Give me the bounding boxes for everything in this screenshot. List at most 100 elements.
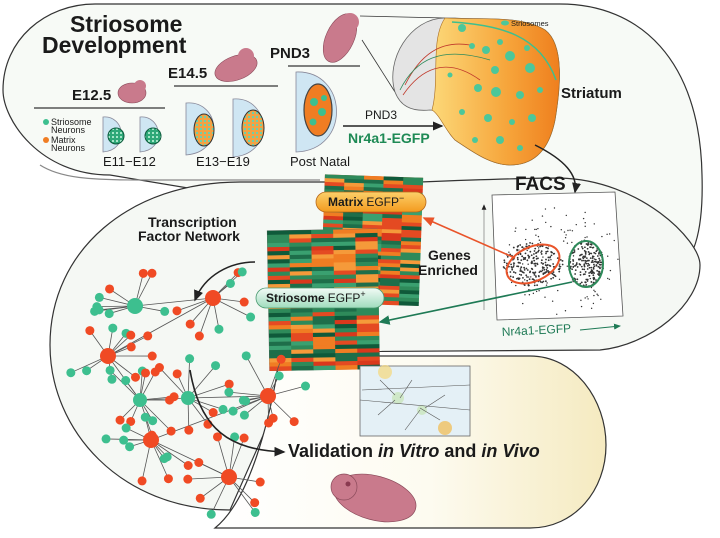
heatmap-cell (312, 328, 336, 334)
facs-event-dot (525, 228, 527, 231)
heatmap-cell (400, 244, 421, 250)
facs-event-dot (547, 256, 550, 259)
facs-event-dot (538, 271, 541, 274)
network-hub-node (260, 388, 276, 404)
network-node (184, 425, 194, 435)
facs-event-dot (518, 273, 521, 276)
heatmap-cell (357, 339, 380, 345)
facs-event-dot (540, 259, 543, 262)
heatmap-cell (267, 279, 291, 285)
facs-event-dot (511, 268, 514, 271)
facs-event-dot (589, 246, 591, 249)
network-edge (109, 370, 141, 401)
network-node (66, 368, 76, 378)
heatmap-cell (342, 220, 363, 225)
heatmap-cell (400, 256, 421, 261)
facs-event-dot (584, 273, 586, 275)
facs-event-dot (545, 264, 548, 267)
facs-event-dot (534, 228, 536, 231)
heatmap-cell (267, 234, 290, 240)
network-node (121, 376, 131, 386)
facs-event-dot (535, 234, 537, 236)
facs-event-dot (549, 255, 551, 258)
facs-event-dot (542, 256, 544, 258)
network-node (208, 408, 218, 418)
legend-striosome-dot (43, 119, 49, 125)
heatmap-cell (290, 332, 314, 338)
facs-event-dot (583, 268, 586, 271)
heatmap-cell (381, 229, 402, 234)
network-node (239, 297, 249, 307)
brain-section-e19 (232, 98, 265, 158)
heatmap-cell (383, 187, 404, 193)
heatmap-cell (290, 324, 314, 330)
facs-event-dot (560, 229, 562, 231)
heatmap-cell (289, 271, 313, 276)
heatmap-cell (333, 249, 356, 255)
heatmap-cell (362, 217, 383, 222)
facs-event-dot (558, 268, 561, 271)
heatmap-cell (355, 228, 378, 234)
facs-event-dot (586, 268, 589, 270)
facs-event-dot (584, 253, 587, 255)
network-node (224, 387, 234, 397)
heatmap-cell (379, 300, 400, 306)
heatmap-cell (400, 267, 421, 273)
facs-event-dot (526, 276, 528, 278)
network-node (238, 395, 248, 405)
facs-event-dot (516, 245, 519, 248)
facs-event-dot (512, 246, 515, 249)
heatmap-cell (289, 250, 312, 256)
facs-event-dot (524, 238, 527, 241)
facs-event-dot (593, 255, 595, 258)
range-e11-e12: E11−E12 (103, 154, 156, 169)
facs-event-dot (584, 246, 586, 249)
heatmap-cell (356, 331, 380, 337)
facs-event-dot (590, 252, 593, 255)
heatmap-cell (267, 271, 291, 277)
network-node (185, 319, 195, 329)
brain-section-e11 (102, 116, 125, 153)
heatmap-cell (268, 333, 292, 339)
heatmap-cell (401, 222, 422, 228)
heatmap-cell (312, 324, 336, 330)
facs-event-dot (562, 240, 565, 242)
heatmap-cell (335, 365, 358, 370)
facs-event-dot (596, 249, 598, 252)
facs-event-dot (590, 281, 593, 283)
network-node (138, 268, 148, 278)
facs-event-dot (556, 257, 559, 260)
facs-event-dot (528, 294, 531, 296)
network-node (206, 509, 216, 519)
facs-event-dot (535, 275, 537, 277)
facs-event-dot (509, 275, 512, 278)
facs-event-dot (584, 222, 586, 224)
facs-plot (481, 191, 624, 321)
heatmap-cell (269, 337, 292, 343)
facs-event-dot (538, 275, 540, 278)
network-node (82, 366, 92, 376)
heatmap-cell (312, 336, 336, 342)
heatmap-cell (344, 178, 365, 184)
network-node (274, 371, 284, 381)
facs-event-dot (527, 284, 530, 287)
facs-event-dot (575, 223, 577, 226)
heatmap-cell (383, 183, 404, 189)
facs-event-dot (563, 231, 566, 233)
heatmap-cell (311, 270, 335, 276)
embryo-e14-icon (214, 48, 258, 82)
heatmap-cell (333, 253, 356, 259)
facs-event-dot (535, 251, 538, 254)
network-edge (139, 397, 189, 401)
facs-event-dot (589, 257, 592, 260)
facs-event-dot (540, 250, 543, 253)
genes-enriched-line2: Enriched (418, 262, 478, 278)
heatmap-cell (401, 233, 422, 239)
facs-event-dot (598, 270, 601, 273)
facs-event-dot (537, 249, 540, 252)
facs-event-dot (519, 268, 522, 270)
heatmap-cell (382, 217, 403, 223)
facs-event-dot (593, 276, 595, 279)
facs-x-axis-arrow (579, 323, 621, 331)
